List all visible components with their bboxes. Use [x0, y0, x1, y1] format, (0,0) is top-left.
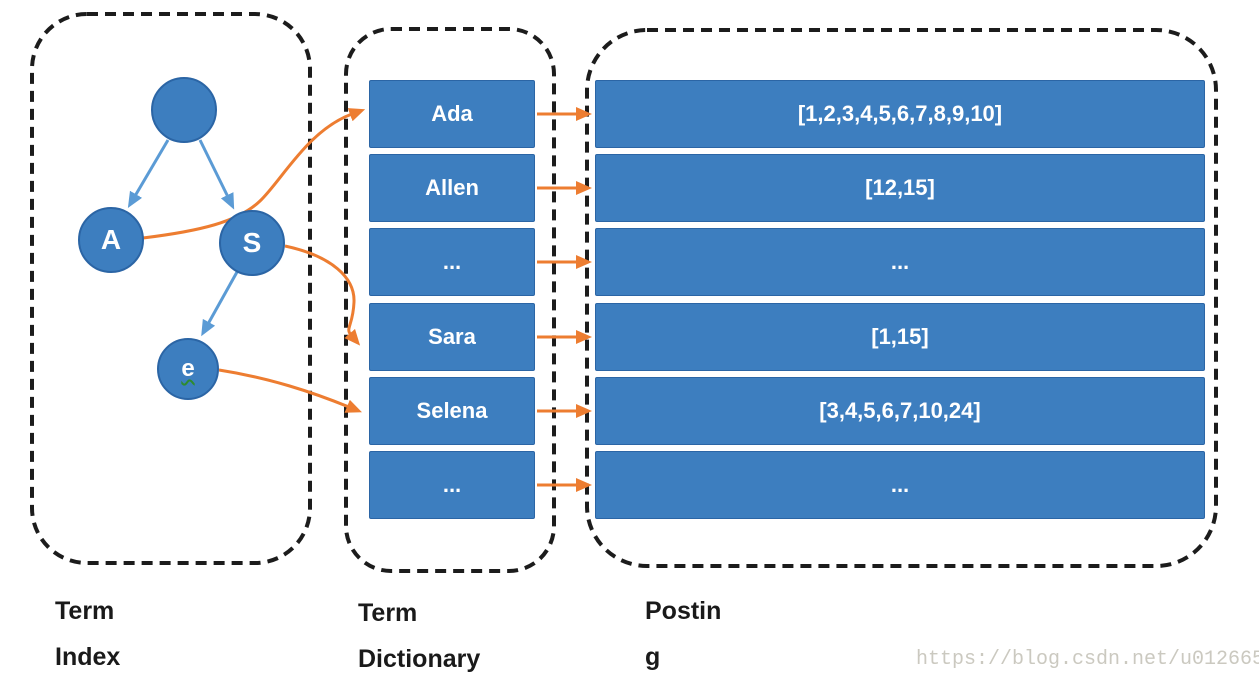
tree-edge-root-to-a — [127, 139, 170, 209]
watermark-url: https://blog.csdn.net/u012665392 — [916, 648, 1259, 671]
dictionary-entry-ada: Ada — [369, 80, 535, 148]
dictionary-entry-label: Allen — [425, 175, 479, 200]
dictionary-entry-ellipsis-1: ... — [369, 228, 535, 296]
posting-list-ellipsis-2: ... — [595, 451, 1205, 519]
tree-node-e-label: e — [181, 355, 195, 382]
pointer-e-to-selena — [218, 368, 362, 413]
posting-label-line1: Postin — [645, 597, 722, 625]
tree-node-s: S — [219, 210, 285, 276]
posting-list-allen: [12,15] — [595, 154, 1205, 222]
dictionary-entry-allen: Allen — [369, 154, 535, 222]
dictionary-entry-label: Sara — [428, 324, 476, 349]
posting-list-value: [1,15] — [871, 324, 929, 349]
term-index-label-line1: Term — [55, 597, 115, 625]
posting-list-selena: [3,4,5,6,7,10,24] — [595, 377, 1205, 445]
posting-list-ellipsis-1: ... — [595, 228, 1205, 296]
posting-list-value: ... — [890, 249, 910, 274]
dictionary-entry-label: Selena — [416, 398, 488, 423]
term-dictionary-label: Term Dictionary — [358, 590, 480, 682]
posting-container — [585, 28, 1218, 568]
term-dictionary-label-line1: Term — [358, 599, 418, 627]
dictionary-entry-label: ... — [442, 249, 462, 274]
posting-list-value: ... — [890, 472, 910, 497]
posting-list-ada: [1,2,3,4,5,6,7,8,9,10] — [595, 80, 1205, 148]
dictionary-entry-label: Ada — [431, 101, 473, 126]
term-index-container — [30, 12, 312, 565]
posting-list-value: [12,15] — [865, 175, 935, 200]
dictionary-entry-sara: Sara — [369, 303, 535, 371]
posting-list-value: [1,2,3,4,5,6,7,8,9,10] — [797, 101, 1003, 126]
posting-list-value: [3,4,5,6,7,10,24] — [819, 398, 981, 423]
dictionary-entry-ellipsis-2: ... — [369, 451, 535, 519]
tree-node-a-label: A — [100, 224, 122, 255]
tree-node-root — [151, 77, 217, 143]
tree-node-e: e — [157, 338, 219, 400]
tree-edge-s-to-e — [201, 271, 239, 337]
posting-label-line2: g — [645, 643, 661, 671]
posting-label: Postin g — [645, 588, 721, 680]
dictionary-entry-selena: Selena — [369, 377, 535, 445]
tree-edge-root-to-s — [198, 139, 235, 210]
term-dictionary-container — [344, 27, 556, 573]
term-dictionary-label-line2: Dictionary — [358, 645, 481, 673]
tree-node-s-label: S — [242, 227, 262, 258]
pointer-s-to-sara — [284, 244, 361, 346]
dictionary-entry-label: ... — [442, 472, 462, 497]
tree-node-a: A — [78, 207, 144, 273]
term-index-label: Term Index — [55, 588, 120, 680]
term-index-label-line2: Index — [55, 643, 121, 671]
pointer-a-to-ada — [142, 108, 366, 240]
posting-list-sara: [1,15] — [595, 303, 1205, 371]
